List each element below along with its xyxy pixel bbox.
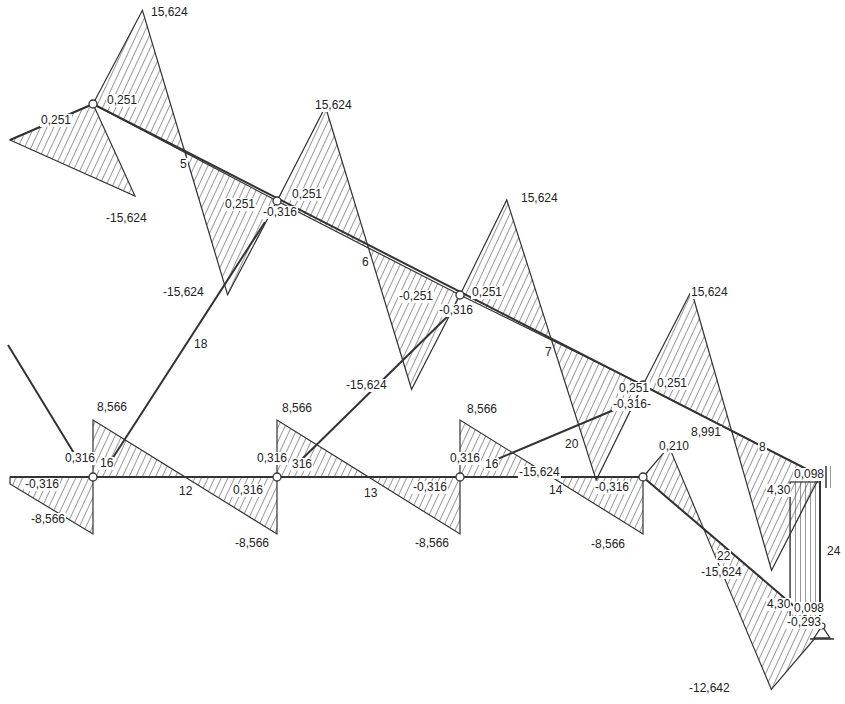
value-label: -15,624: [105, 212, 148, 225]
value-label: -0,316: [262, 206, 298, 219]
shear-area: [10, 104, 135, 196]
value-label: -15,624: [700, 566, 743, 579]
hinge: [89, 100, 97, 108]
value-label: 5: [179, 158, 188, 171]
value-label: 0,251: [40, 114, 72, 127]
hinge: [89, 473, 97, 481]
value-label: 0,316: [449, 452, 481, 465]
shear-area: [643, 447, 704, 529]
shear-area: [93, 420, 185, 477]
hinge: [273, 473, 281, 481]
hinge: [273, 197, 281, 205]
value-label: -0,316-: [612, 398, 652, 411]
value-label: 16: [484, 458, 499, 471]
value-label: 0,316: [256, 452, 288, 465]
value-label: 16: [99, 457, 114, 470]
shear-area: [93, 10, 185, 152]
value-label: -0,316: [594, 481, 630, 494]
value-label: 18: [193, 338, 208, 351]
value-label: 0,251: [106, 94, 138, 107]
shear-area: [460, 200, 552, 340]
member-line: [298, 312, 452, 463]
shear-area: [10, 477, 93, 534]
value-label: 7: [544, 346, 553, 359]
support-hatch: [826, 466, 834, 488]
truss-members: [8, 104, 822, 630]
value-label: 24: [826, 545, 841, 558]
shear-area: [185, 477, 277, 534]
hinge: [456, 291, 464, 299]
value-label: 0,251: [656, 377, 688, 390]
value-label: -15,624: [162, 286, 205, 299]
value-label: -0,316: [438, 304, 474, 317]
hinge: [456, 473, 464, 481]
value-label: 0,098: [793, 468, 825, 481]
value-label: 0,316: [232, 484, 264, 497]
value-label: 316: [291, 458, 313, 471]
value-label: 4,30: [766, 598, 791, 611]
value-label: 13: [363, 487, 378, 500]
value-label: -0,293: [786, 616, 822, 629]
value-label: -8,566: [590, 538, 626, 551]
shear-area: [277, 420, 369, 477]
support-base: [810, 638, 834, 640]
value-label: 8: [758, 441, 767, 454]
value-label: 8,566: [281, 402, 313, 415]
value-label: 20: [564, 438, 579, 451]
value-label: 0,210: [658, 440, 690, 453]
value-label: 6: [361, 256, 370, 269]
shear-area: [277, 107, 369, 248]
shear-area: [369, 477, 461, 534]
hinge: [639, 473, 647, 481]
value-label: -0,316: [412, 481, 448, 494]
member-line: [105, 222, 265, 470]
value-label: -15,624: [518, 466, 561, 479]
value-label: 0,316: [64, 452, 96, 465]
member-line: [93, 104, 820, 476]
value-label: -0,316: [24, 478, 60, 491]
value-label: -12,642: [688, 682, 731, 695]
value-label: 0,251: [224, 198, 256, 211]
value-label: 4,30: [766, 484, 791, 497]
shear-area: [552, 477, 644, 534]
value-label: -0,251: [398, 290, 434, 303]
member-line: [8, 345, 80, 463]
member-line: [488, 404, 628, 463]
value-label: 8,566: [466, 403, 498, 416]
value-label: 0,251: [618, 382, 650, 395]
value-label: 22: [716, 550, 731, 563]
value-label: 0,251: [291, 188, 323, 201]
shear-area: [643, 291, 732, 431]
value-label: -8,566: [30, 513, 66, 526]
value-label: -15,624: [345, 379, 388, 392]
value-label: 8,566: [96, 401, 128, 414]
member-line: [10, 104, 93, 140]
value-label: 15,624: [520, 192, 559, 205]
value-label: 12: [178, 485, 193, 498]
value-label: 8,991: [690, 426, 722, 439]
shear-areas: [10, 10, 822, 689]
value-label: 15,624: [150, 6, 189, 19]
value-label: -8,566: [414, 537, 450, 550]
value-label: 15,624: [690, 286, 729, 299]
value-label: 0,098: [793, 602, 825, 615]
value-label: 0,251: [471, 286, 503, 299]
value-label: 14: [548, 484, 563, 497]
value-label: -8,566: [234, 537, 270, 550]
hinges: [89, 100, 647, 481]
value-label: 15,624: [314, 99, 353, 112]
